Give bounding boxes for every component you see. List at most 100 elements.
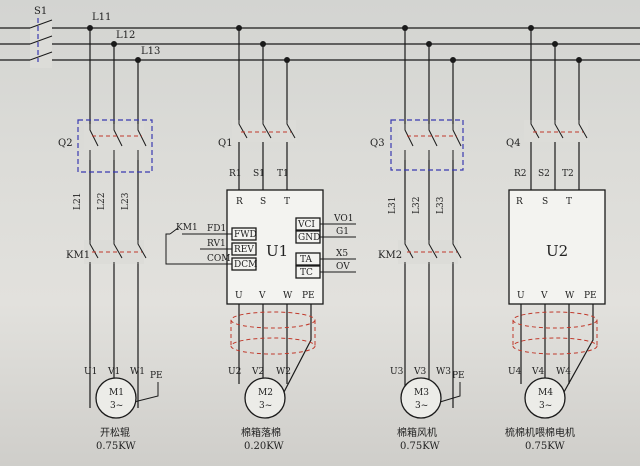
- branch-m2: Q1 R1 S1 T1 R S T U1 FWD REV DCM KM1 FD1…: [165, 25, 356, 452]
- ext-com-label: COM: [207, 254, 230, 264]
- motor-m2-label: M2: [258, 388, 273, 398]
- u1-top-t: T: [284, 197, 290, 207]
- u1-rev-label: REV: [234, 245, 254, 255]
- pe-m3-label: PE: [452, 371, 465, 381]
- ext-ov-label: OV: [336, 262, 350, 272]
- shield-bottom: [230, 337, 316, 355]
- u2-top-r: R: [516, 197, 523, 207]
- shield-top-m4: [512, 311, 598, 329]
- term-t2-label: T2: [562, 169, 574, 179]
- motor-m4-power: 0.75KW: [525, 441, 565, 452]
- ext-fd1-label: FD1: [207, 224, 226, 234]
- term-v3-label: V3: [413, 367, 426, 377]
- wire-l33-label: L33: [436, 196, 446, 214]
- wire-l31-label: L31: [388, 197, 398, 214]
- switch-gap: [30, 20, 52, 68]
- breaker-q3-label: Q3: [370, 138, 385, 149]
- main-bus: S1 L11 L12 L13: [0, 6, 640, 68]
- branch-m1: Q2 L21 L22 L23 KM1 U1 V1 W1 PE M1 3~ 开松辊…: [58, 25, 163, 452]
- u1-out-w: W: [283, 291, 293, 301]
- breaker-q3-frame: [390, 119, 464, 171]
- term-r1-label: R1: [229, 169, 242, 179]
- u2-out-v: V: [540, 291, 548, 301]
- term-u1-label: U1: [84, 367, 97, 377]
- term-v4-label: V4: [531, 367, 544, 377]
- motor-m3-power: 0.75KW: [400, 441, 440, 452]
- motor-m4-name: 梳棉机喂棉电机: [505, 426, 575, 439]
- breaker-q1-label: Q1: [218, 138, 233, 149]
- ext-vo1-label: VO1: [333, 214, 353, 224]
- motor-m2-symbol: [244, 377, 286, 419]
- motor-m2-power: 0.20KW: [244, 441, 284, 452]
- u1-out-pe: PE: [302, 291, 315, 301]
- bus-l13-label: L13: [141, 46, 160, 57]
- bus-l12-label: L12: [116, 30, 135, 41]
- inverter-u2: [508, 189, 606, 305]
- motor-m1-name: 开松辊: [100, 426, 130, 439]
- term-u3-label: U3: [390, 367, 404, 377]
- ext-km1-label: KM1: [176, 223, 198, 233]
- motor-m4-label: M4: [538, 388, 553, 398]
- term-v2-label: V2: [251, 367, 264, 377]
- ext-x5-label: X5: [336, 249, 348, 259]
- u2-out-u: U: [517, 291, 525, 301]
- ext-g1-label: G1: [336, 227, 349, 237]
- switch-s1-label: S1: [34, 6, 47, 17]
- motor-m3-name: 棉箱风机: [397, 426, 437, 439]
- motor-m3-phase: 3~: [415, 401, 428, 411]
- u1-top-s: S: [260, 197, 266, 207]
- contactor-km2-label: KM2: [378, 250, 402, 261]
- u1-fwd-label: FWD: [234, 230, 257, 240]
- wire-l32-label: L32: [412, 197, 422, 214]
- shield-top: [230, 311, 316, 329]
- u1-dcm-label: DCM: [234, 260, 257, 270]
- u2-out-pe: PE: [584, 291, 597, 301]
- u1-out-u: U: [235, 291, 243, 301]
- u2-top-s: S: [542, 197, 548, 207]
- motor-m3-label: M3: [414, 388, 429, 398]
- u1-top-r: R: [236, 197, 243, 207]
- term-t1-label: T1: [277, 169, 289, 179]
- motor-m4-phase: 3~: [539, 401, 552, 411]
- wire-l23-label: L23: [121, 192, 131, 210]
- motor-m3-symbol: [400, 377, 442, 419]
- u1-out-v: V: [258, 291, 266, 301]
- u2-top-t: T: [566, 197, 572, 207]
- motor-m4-symbol: [524, 377, 566, 419]
- inverter-u1-label: U1: [266, 242, 288, 260]
- u1-tc-label: TC: [300, 268, 313, 278]
- term-w4-label: W4: [556, 367, 571, 377]
- pe-m1-label: PE: [150, 371, 163, 381]
- wire-l22-label: L22: [97, 193, 107, 210]
- breaker-q4-label: Q4: [506, 138, 521, 149]
- breaker-q2-frame: [77, 119, 153, 173]
- motor-m1-label: M1: [109, 388, 124, 398]
- term-u2-label: U2: [228, 367, 241, 377]
- term-s2-label: S2: [538, 169, 550, 179]
- shield-bottom-m4: [512, 337, 598, 355]
- u1-vci-label: VCI: [297, 220, 315, 230]
- wire-l21-label: L21: [73, 193, 83, 210]
- u2-out-w: W: [565, 291, 575, 301]
- motor-m2-phase: 3~: [259, 401, 272, 411]
- breaker-q2-label: Q2: [58, 138, 73, 149]
- term-s1-label: S1: [253, 169, 265, 179]
- term-w2-label: W2: [276, 367, 291, 377]
- u1-ta-label: TA: [300, 255, 313, 265]
- motor-m1-phase: 3~: [110, 401, 123, 411]
- motor-m1-power: 0.75KW: [96, 441, 136, 452]
- ext-rv1-label: RV1: [207, 239, 226, 249]
- term-v1-label: V1: [107, 367, 120, 377]
- motor-m2-name: 棉箱落棉: [241, 426, 281, 439]
- motor-m1-symbol: [95, 377, 137, 419]
- contactor-km1-label: KM1: [66, 250, 90, 261]
- term-w1-label: W1: [130, 367, 145, 377]
- branch-m4: Q4 R2 S2 T2 R S T U2 U V W PE U4 V4 W4 M…: [505, 25, 606, 452]
- branch-m3: Q3 L31 L32 L33 KM2 U3 V3 W3 PE M3 3~ 棉箱风…: [370, 25, 465, 452]
- inverter-u2-label: U2: [546, 242, 568, 260]
- term-u4-label: U4: [508, 367, 522, 377]
- bus-l11-label: L11: [92, 12, 111, 23]
- term-w3-label: W3: [436, 367, 451, 377]
